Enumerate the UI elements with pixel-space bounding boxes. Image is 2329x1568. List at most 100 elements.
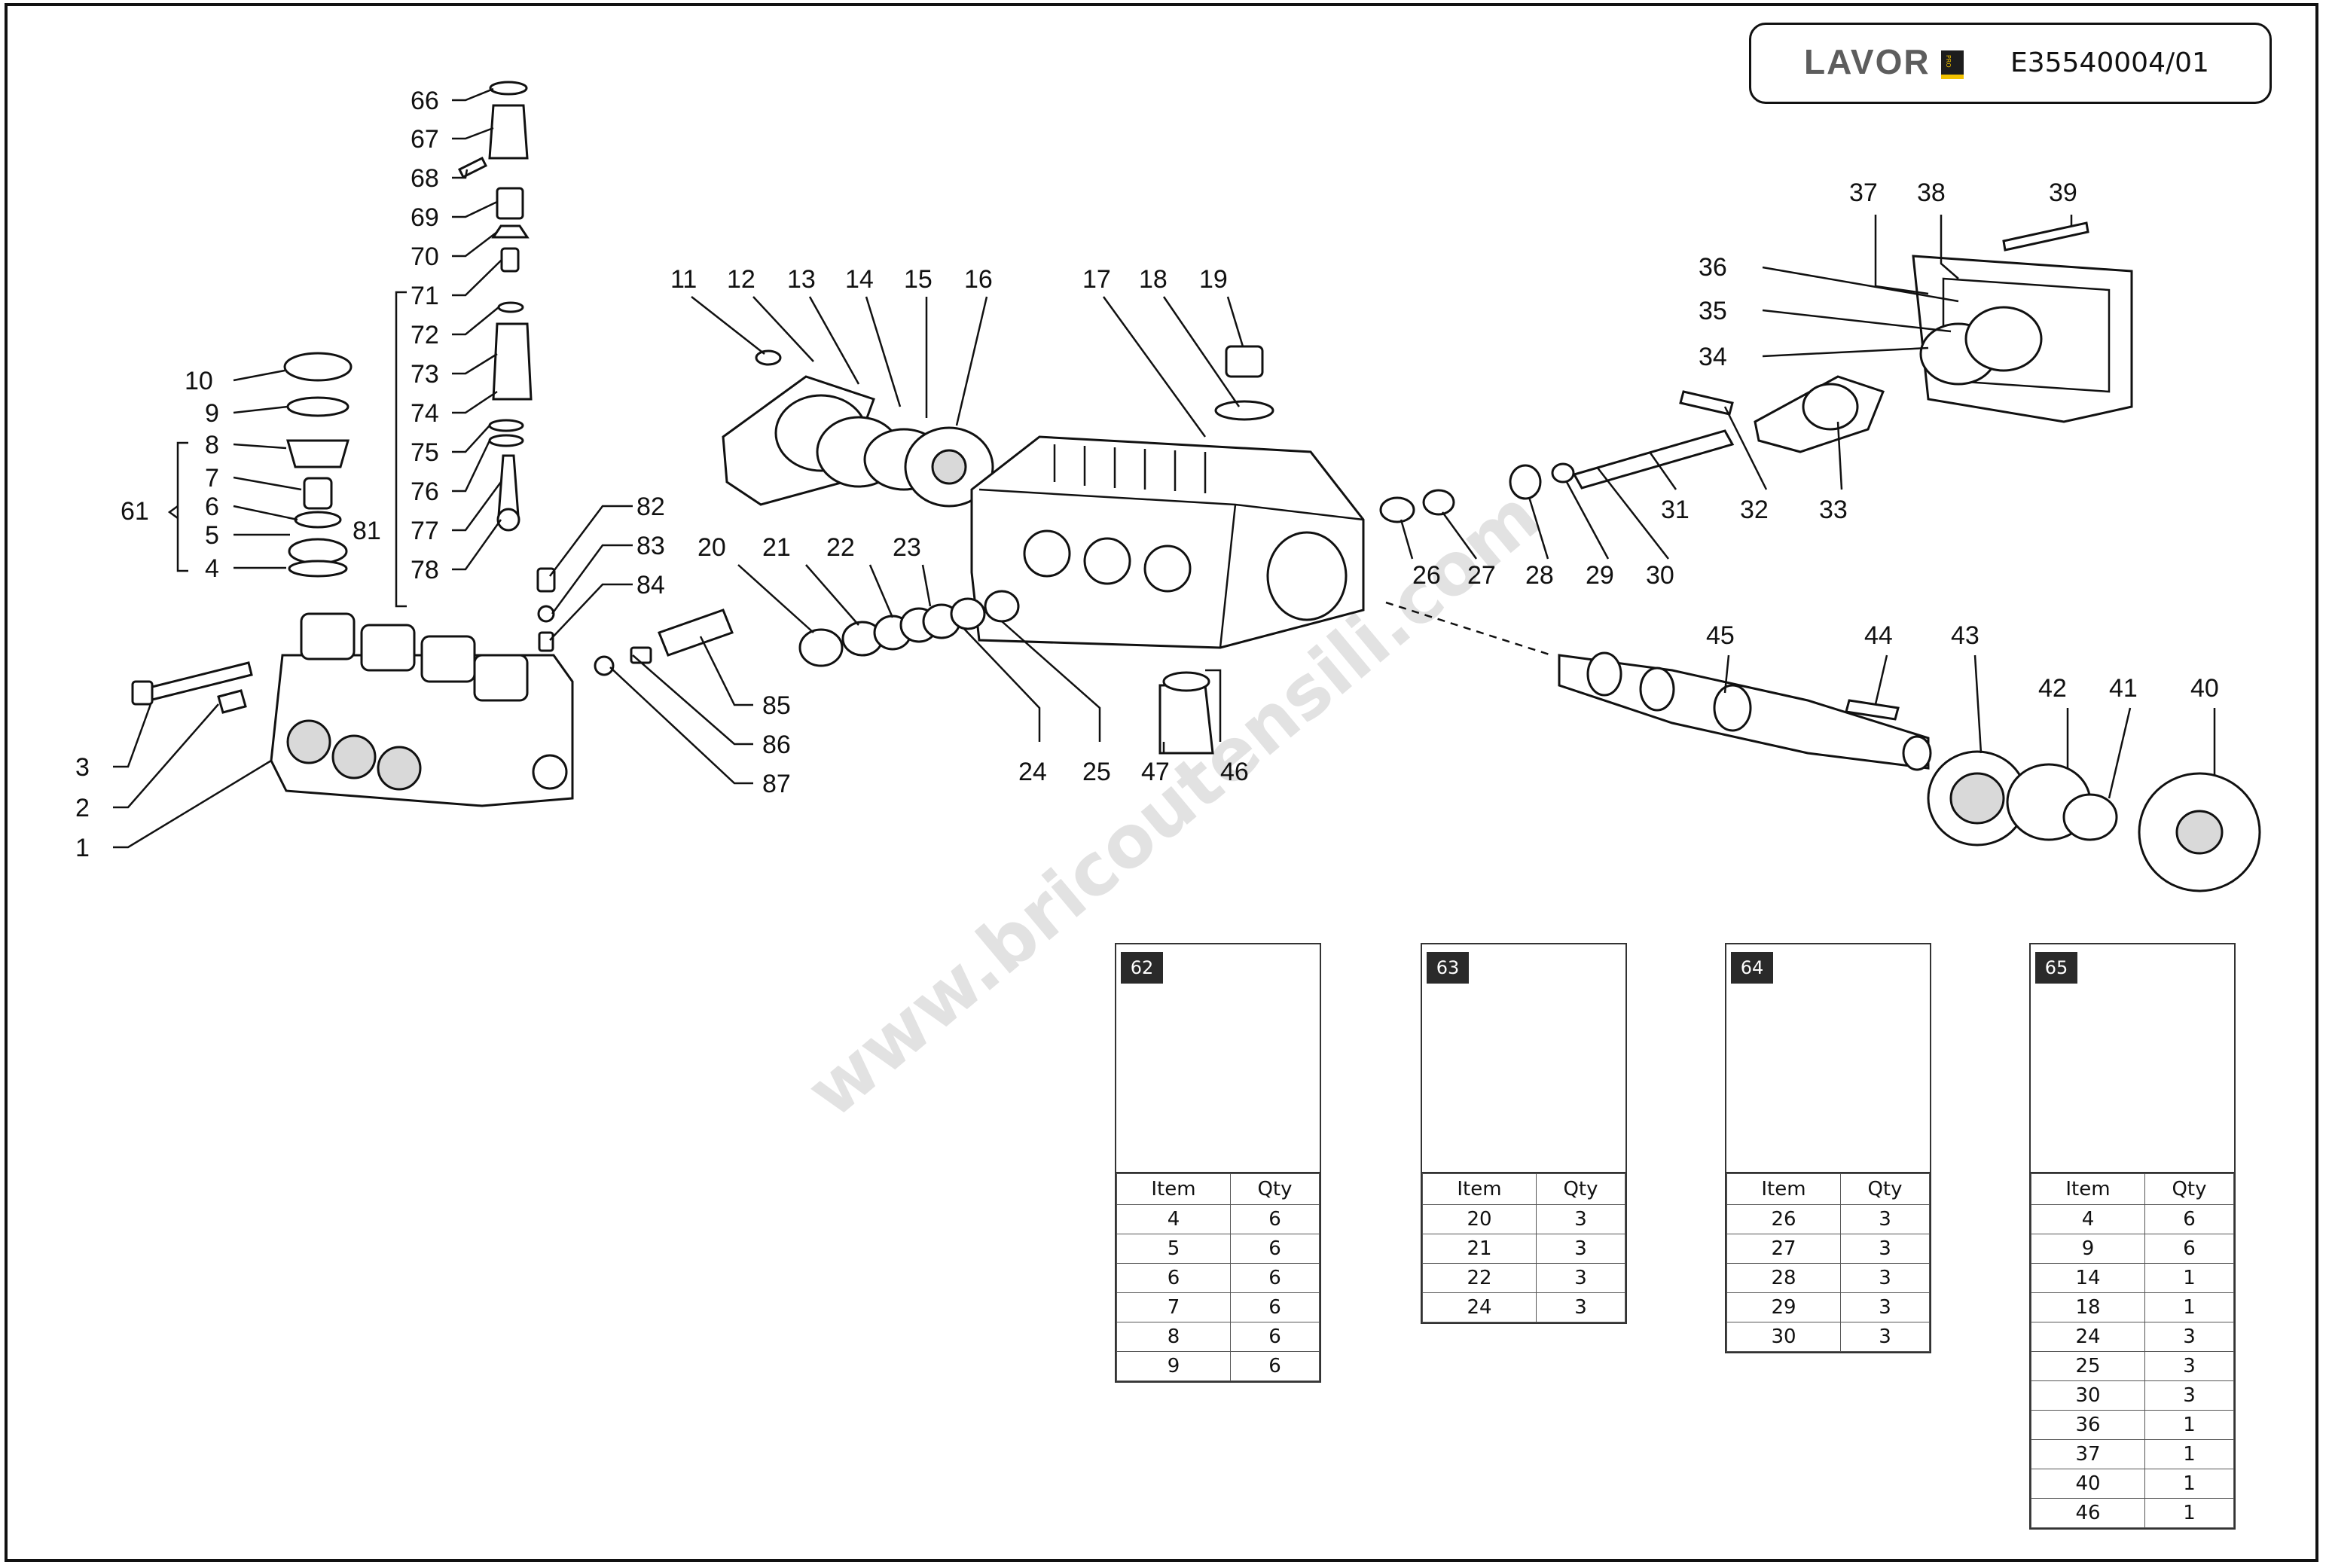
callout: 6 <box>205 493 219 521</box>
callout: 44 <box>1864 621 1893 650</box>
callout: 74 <box>411 399 439 428</box>
callout: 8 <box>205 431 219 459</box>
callout: 5 <box>205 521 219 550</box>
kit-number-badge: 65 <box>2035 952 2077 984</box>
callout: 27 <box>1467 561 1496 590</box>
callout: 73 <box>411 360 439 389</box>
callout: 69 <box>411 203 439 232</box>
callout: 4 <box>205 554 219 583</box>
column-header-qty: Qty <box>2144 1173 2235 1205</box>
callout: 29 <box>1586 561 1614 590</box>
callout: 86 <box>762 731 791 759</box>
callout: 28 <box>1525 561 1554 590</box>
callout: 38 <box>1917 178 1946 207</box>
callout: 12 <box>727 265 755 294</box>
callout: 15 <box>904 265 933 294</box>
callout: 23 <box>893 533 921 562</box>
callout: 7 <box>205 464 219 493</box>
brand-logo: LAVOR <box>1804 42 1931 81</box>
column-header-item: Item <box>1726 1173 1841 1205</box>
callout: 14 <box>845 265 874 294</box>
callout: 68 <box>411 164 439 193</box>
callout: 2 <box>75 794 90 822</box>
callout: 77 <box>411 517 439 545</box>
kit-image-area: 62 <box>1116 944 1320 1173</box>
document-code: E35540004/01 <box>2010 47 2209 78</box>
callout: 83 <box>636 532 665 560</box>
callout: 43 <box>1951 621 1979 650</box>
callout: 19 <box>1199 265 1228 294</box>
callout: 31 <box>1661 496 1690 524</box>
column-header-item: Item <box>1422 1173 1537 1205</box>
callout: 45 <box>1706 621 1735 650</box>
callout: 3 <box>75 753 90 782</box>
kit-number-badge: 63 <box>1427 952 1469 984</box>
callout: 81 <box>353 517 381 545</box>
callout: 33 <box>1819 496 1848 524</box>
callout: 25 <box>1082 758 1111 786</box>
callout: 41 <box>2109 674 2138 703</box>
callout: 42 <box>2038 674 2067 703</box>
callout: 84 <box>636 571 665 599</box>
column-header-item: Item <box>2031 1173 2145 1205</box>
callout: 39 <box>2049 178 2077 207</box>
callout: 16 <box>964 265 993 294</box>
callout: 70 <box>411 243 439 271</box>
callout: 87 <box>762 770 791 798</box>
column-header-qty: Qty <box>1839 1173 1931 1205</box>
callout: 71 <box>411 282 439 310</box>
callout: 67 <box>411 125 439 154</box>
callout: 1 <box>75 834 90 862</box>
kit-number-badge: 62 <box>1121 952 1163 984</box>
callout: 24 <box>1018 758 1047 786</box>
callout: 72 <box>411 321 439 349</box>
callout: 11 <box>670 265 697 294</box>
kit-image-area: 65 <box>2031 944 2234 1173</box>
column-header-item: Item <box>1116 1173 1231 1205</box>
callout: 46 <box>1220 758 1249 786</box>
callout: 35 <box>1699 297 1727 325</box>
callout: 75 <box>411 438 439 467</box>
callout: 20 <box>697 533 726 562</box>
part-drawings <box>131 81 2261 892</box>
callout: 36 <box>1699 253 1727 282</box>
title-block: LAVOR PRO E35540004/01 <box>1749 23 2272 104</box>
column-header-qty: Qty <box>1535 1173 1626 1205</box>
callout: 18 <box>1139 265 1168 294</box>
callout: 9 <box>205 399 219 428</box>
column-header-qty: Qty <box>1229 1173 1320 1205</box>
callout: 78 <box>411 556 439 584</box>
brand-badge: PRO <box>1941 50 1964 79</box>
callout: 13 <box>787 265 816 294</box>
callout: 85 <box>762 691 791 720</box>
callout: 30 <box>1646 561 1674 590</box>
